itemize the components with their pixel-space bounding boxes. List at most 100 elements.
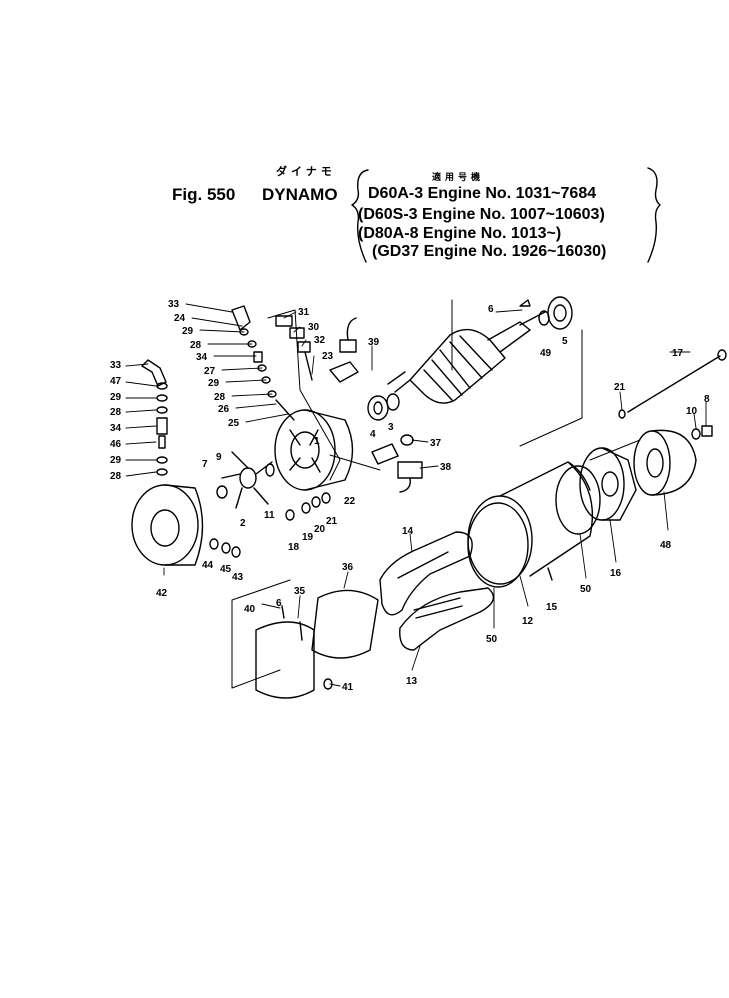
callout-42: 42: [156, 588, 168, 599]
callout-28d: 28: [110, 471, 122, 482]
callout-7: 7: [202, 459, 208, 470]
cover-band-35: [255, 621, 315, 699]
callout-29b: 29: [208, 378, 220, 389]
callout-8: 8: [704, 394, 710, 405]
callout-34b: 34: [110, 423, 122, 434]
yoke-12: [467, 461, 594, 585]
callout-33a: 33: [168, 299, 180, 310]
callout-27: 27: [204, 366, 216, 377]
callout-39: 39: [368, 337, 380, 348]
callout-33b: 33: [110, 360, 122, 371]
bearing-4: [367, 395, 389, 421]
callout-20: 20: [314, 524, 326, 535]
callout-16: 16: [610, 568, 622, 579]
washer-49: [538, 310, 550, 326]
callout-50b: 50: [486, 634, 498, 645]
callout-28c: 28: [110, 407, 122, 418]
bearing-5: [547, 296, 573, 330]
end-cap-42: [131, 484, 204, 566]
engine-line-1: D60A-3 Engine No. 1031~7684: [368, 185, 597, 202]
callout-34a: 34: [196, 352, 208, 363]
terminal-parts-left: [141, 359, 168, 476]
callout-47: 47: [110, 376, 122, 387]
nut-set-18-21: [285, 492, 331, 521]
callout-46: 46: [110, 439, 122, 450]
callout-19: 19: [302, 532, 314, 543]
header-brace-left: [351, 169, 369, 263]
figure-title: DYNAMO: [262, 185, 338, 204]
callout-38: 38: [440, 462, 452, 473]
callout-4: 4: [370, 429, 376, 440]
callout-26: 26: [218, 404, 230, 415]
callout-15: 15: [546, 602, 558, 613]
callout-17: 17: [672, 348, 684, 359]
callout-18a: 18: [288, 542, 300, 553]
callout-6a: 6: [488, 304, 494, 315]
callout-3: 3: [388, 422, 394, 433]
figure-number: Fig. 550: [172, 185, 236, 204]
callout-21b: 21: [614, 382, 626, 393]
callout-29a: 29: [182, 326, 194, 337]
callout-2: 2: [240, 518, 246, 529]
jp-title: ダイナモ: [276, 165, 336, 178]
callout-29d: 29: [110, 455, 122, 466]
callout-6b: 6: [276, 598, 282, 609]
washer-10: [691, 428, 701, 440]
screw-15: [547, 567, 553, 581]
nut-8: [701, 425, 713, 437]
callout-11: 11: [264, 510, 275, 521]
callout-49: 49: [540, 348, 552, 359]
washer-3: [386, 393, 400, 411]
screw-6: [281, 605, 285, 619]
brush-holder-30-31: [275, 315, 313, 381]
callout-labels: 33 24 29 28 34 27 29 28 26 25 31 30 32 2…: [110, 299, 710, 693]
fan-2: [221, 451, 273, 509]
engine-line-4: (GD37 Engine No. 1926~16030): [372, 243, 607, 260]
through-bolt-17: [627, 349, 727, 413]
header-brace-right: [647, 167, 661, 263]
callout-5: 5: [562, 336, 568, 347]
engine-line-3: (D80A-8 Engine No. 1013~): [358, 225, 562, 242]
callout-25: 25: [228, 418, 240, 429]
drive-end-frame-16: [579, 447, 637, 521]
callout-37: 37: [430, 438, 442, 449]
callout-32: 32: [314, 335, 326, 346]
callout-50a: 50: [580, 584, 592, 595]
brush-39: [329, 317, 359, 383]
band-50: [467, 502, 529, 588]
assembly-guide-lines: [231, 299, 641, 689]
callout-43: 43: [232, 572, 244, 583]
commutator-end-frame: [274, 409, 354, 491]
callout-48: 48: [660, 540, 672, 551]
jp-applicable-label: 適用号機: [432, 173, 485, 183]
callout-10: 10: [686, 406, 698, 417]
terminal-parts-top: [231, 305, 295, 421]
brush-37-38: [371, 434, 423, 493]
gasket-50: [555, 465, 601, 535]
callout-40: 40: [244, 604, 256, 615]
callout-14: 14: [402, 526, 414, 537]
pulley-48: [633, 429, 697, 496]
callout-44: 44: [202, 560, 214, 571]
nut-21: [618, 409, 626, 419]
washer-11: [265, 463, 275, 477]
screw-set-43-45: [209, 538, 241, 558]
armature: [387, 311, 546, 404]
nut-7: [216, 485, 228, 499]
callout-29c: 29: [110, 392, 122, 403]
callout-28a: 28: [190, 340, 202, 351]
callout-22: 22: [344, 496, 356, 507]
callout-21a: 21: [326, 516, 338, 527]
key-6: [519, 299, 531, 307]
callout-24: 24: [174, 313, 186, 324]
field-coil-13: [399, 587, 495, 651]
callout-35: 35: [294, 586, 306, 597]
cover-band-36: [311, 589, 379, 659]
leader-lines: [125, 303, 707, 687]
callout-1: 1: [314, 436, 320, 447]
callout-41: 41: [342, 682, 354, 693]
callout-45: 45: [220, 564, 232, 575]
callout-28b: 28: [214, 392, 226, 403]
field-coil-14: [379, 531, 473, 616]
